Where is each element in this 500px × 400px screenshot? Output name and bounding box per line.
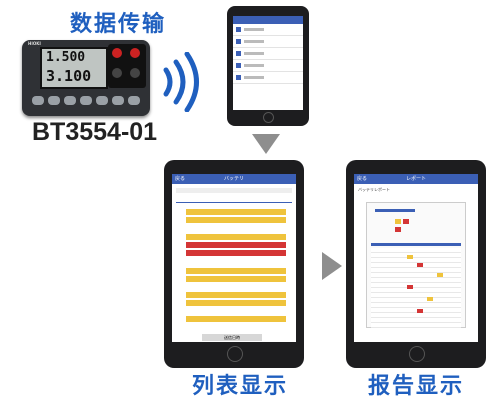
battery-row-warn[interactable]	[186, 234, 286, 240]
report-screen: 戻る レポート バッテリレポート	[354, 174, 478, 342]
app-bar	[233, 16, 303, 24]
menu-row	[233, 36, 303, 48]
list-screen: 戻る バッテリ 送信日時	[172, 174, 296, 342]
battery-row-warn[interactable]	[186, 268, 286, 274]
report-cell	[427, 297, 433, 301]
home-button	[263, 112, 274, 123]
arrow-right-icon	[322, 252, 342, 280]
list-display-caption: 列表显示	[192, 374, 289, 399]
menu-row	[233, 60, 303, 72]
battery-tester-device: HIOKI 1.500 3.100	[22, 40, 150, 116]
data-transfer-title: 数据传输	[70, 12, 167, 37]
battery-row-alert[interactable]	[186, 250, 286, 256]
home-button	[409, 346, 425, 362]
report-section-bar	[375, 209, 415, 212]
jack-black-2	[130, 68, 140, 78]
report-header-title: レポート	[405, 176, 426, 182]
tablet-list-view: 戻る バッテリ 送信日時	[164, 160, 304, 368]
report-doc-title: バッテリレポート	[358, 187, 390, 192]
wireless-signal-icon	[163, 52, 199, 112]
tablet-screen	[233, 16, 303, 110]
report-cell	[437, 273, 443, 277]
tablet-app-menu	[227, 6, 309, 126]
meter-key	[96, 96, 108, 105]
meter-key	[32, 96, 44, 105]
jack-red-1	[112, 48, 122, 58]
report-cell	[395, 227, 401, 232]
list-header-title: バッテリ	[223, 176, 244, 182]
meter-key	[64, 96, 76, 105]
menu-row	[233, 48, 303, 60]
probe-jacks	[108, 44, 146, 88]
meter-reading-2: 3.100	[46, 67, 92, 85]
meter-key	[128, 96, 140, 105]
report-cell	[407, 255, 413, 259]
report-document	[366, 202, 466, 328]
report-cell	[395, 219, 401, 224]
arrow-down-icon	[252, 134, 280, 154]
tablet-report-view: 戻る レポート バッテリレポート	[346, 160, 486, 368]
home-button	[227, 346, 243, 362]
battery-row-warn[interactable]	[186, 209, 286, 215]
battery-row-alert[interactable]	[186, 242, 286, 248]
battery-row-warn[interactable]	[186, 316, 286, 322]
menu-row	[233, 72, 303, 84]
report-cell	[407, 285, 413, 289]
menu-row	[233, 24, 303, 36]
meter-key	[112, 96, 124, 105]
meter-key	[48, 96, 60, 105]
report-table	[371, 248, 461, 328]
battery-row-warn[interactable]	[186, 217, 286, 223]
meter-reading-1: 1.500	[46, 50, 86, 65]
list-app-bar: 戻る バッテリ	[172, 174, 296, 184]
report-display-caption: 报告显示	[368, 374, 465, 399]
filter-bar	[176, 188, 292, 193]
report-cell	[417, 309, 423, 313]
brand-logo: HIOKI	[28, 41, 41, 46]
battery-row-warn[interactable]	[186, 300, 286, 306]
meter-key	[80, 96, 92, 105]
jack-black-1	[112, 68, 122, 78]
model-label: BT3554-01	[32, 118, 158, 146]
meter-keypad	[32, 90, 142, 110]
battery-row-warn[interactable]	[186, 276, 286, 282]
report-cell	[403, 219, 409, 224]
jack-red-2	[130, 48, 140, 58]
report-cell	[417, 263, 423, 267]
list-back-button[interactable]: 戻る	[175, 176, 186, 182]
list-tabs[interactable]	[176, 196, 292, 203]
meter-display: 1.500 3.100	[40, 47, 108, 89]
report-back-button[interactable]: 戻る	[357, 176, 368, 182]
battery-row-warn[interactable]	[186, 292, 286, 298]
send-datetime-button[interactable]: 送信日時	[202, 334, 262, 341]
report-table-header	[371, 243, 461, 246]
report-app-bar: 戻る レポート	[354, 174, 478, 184]
